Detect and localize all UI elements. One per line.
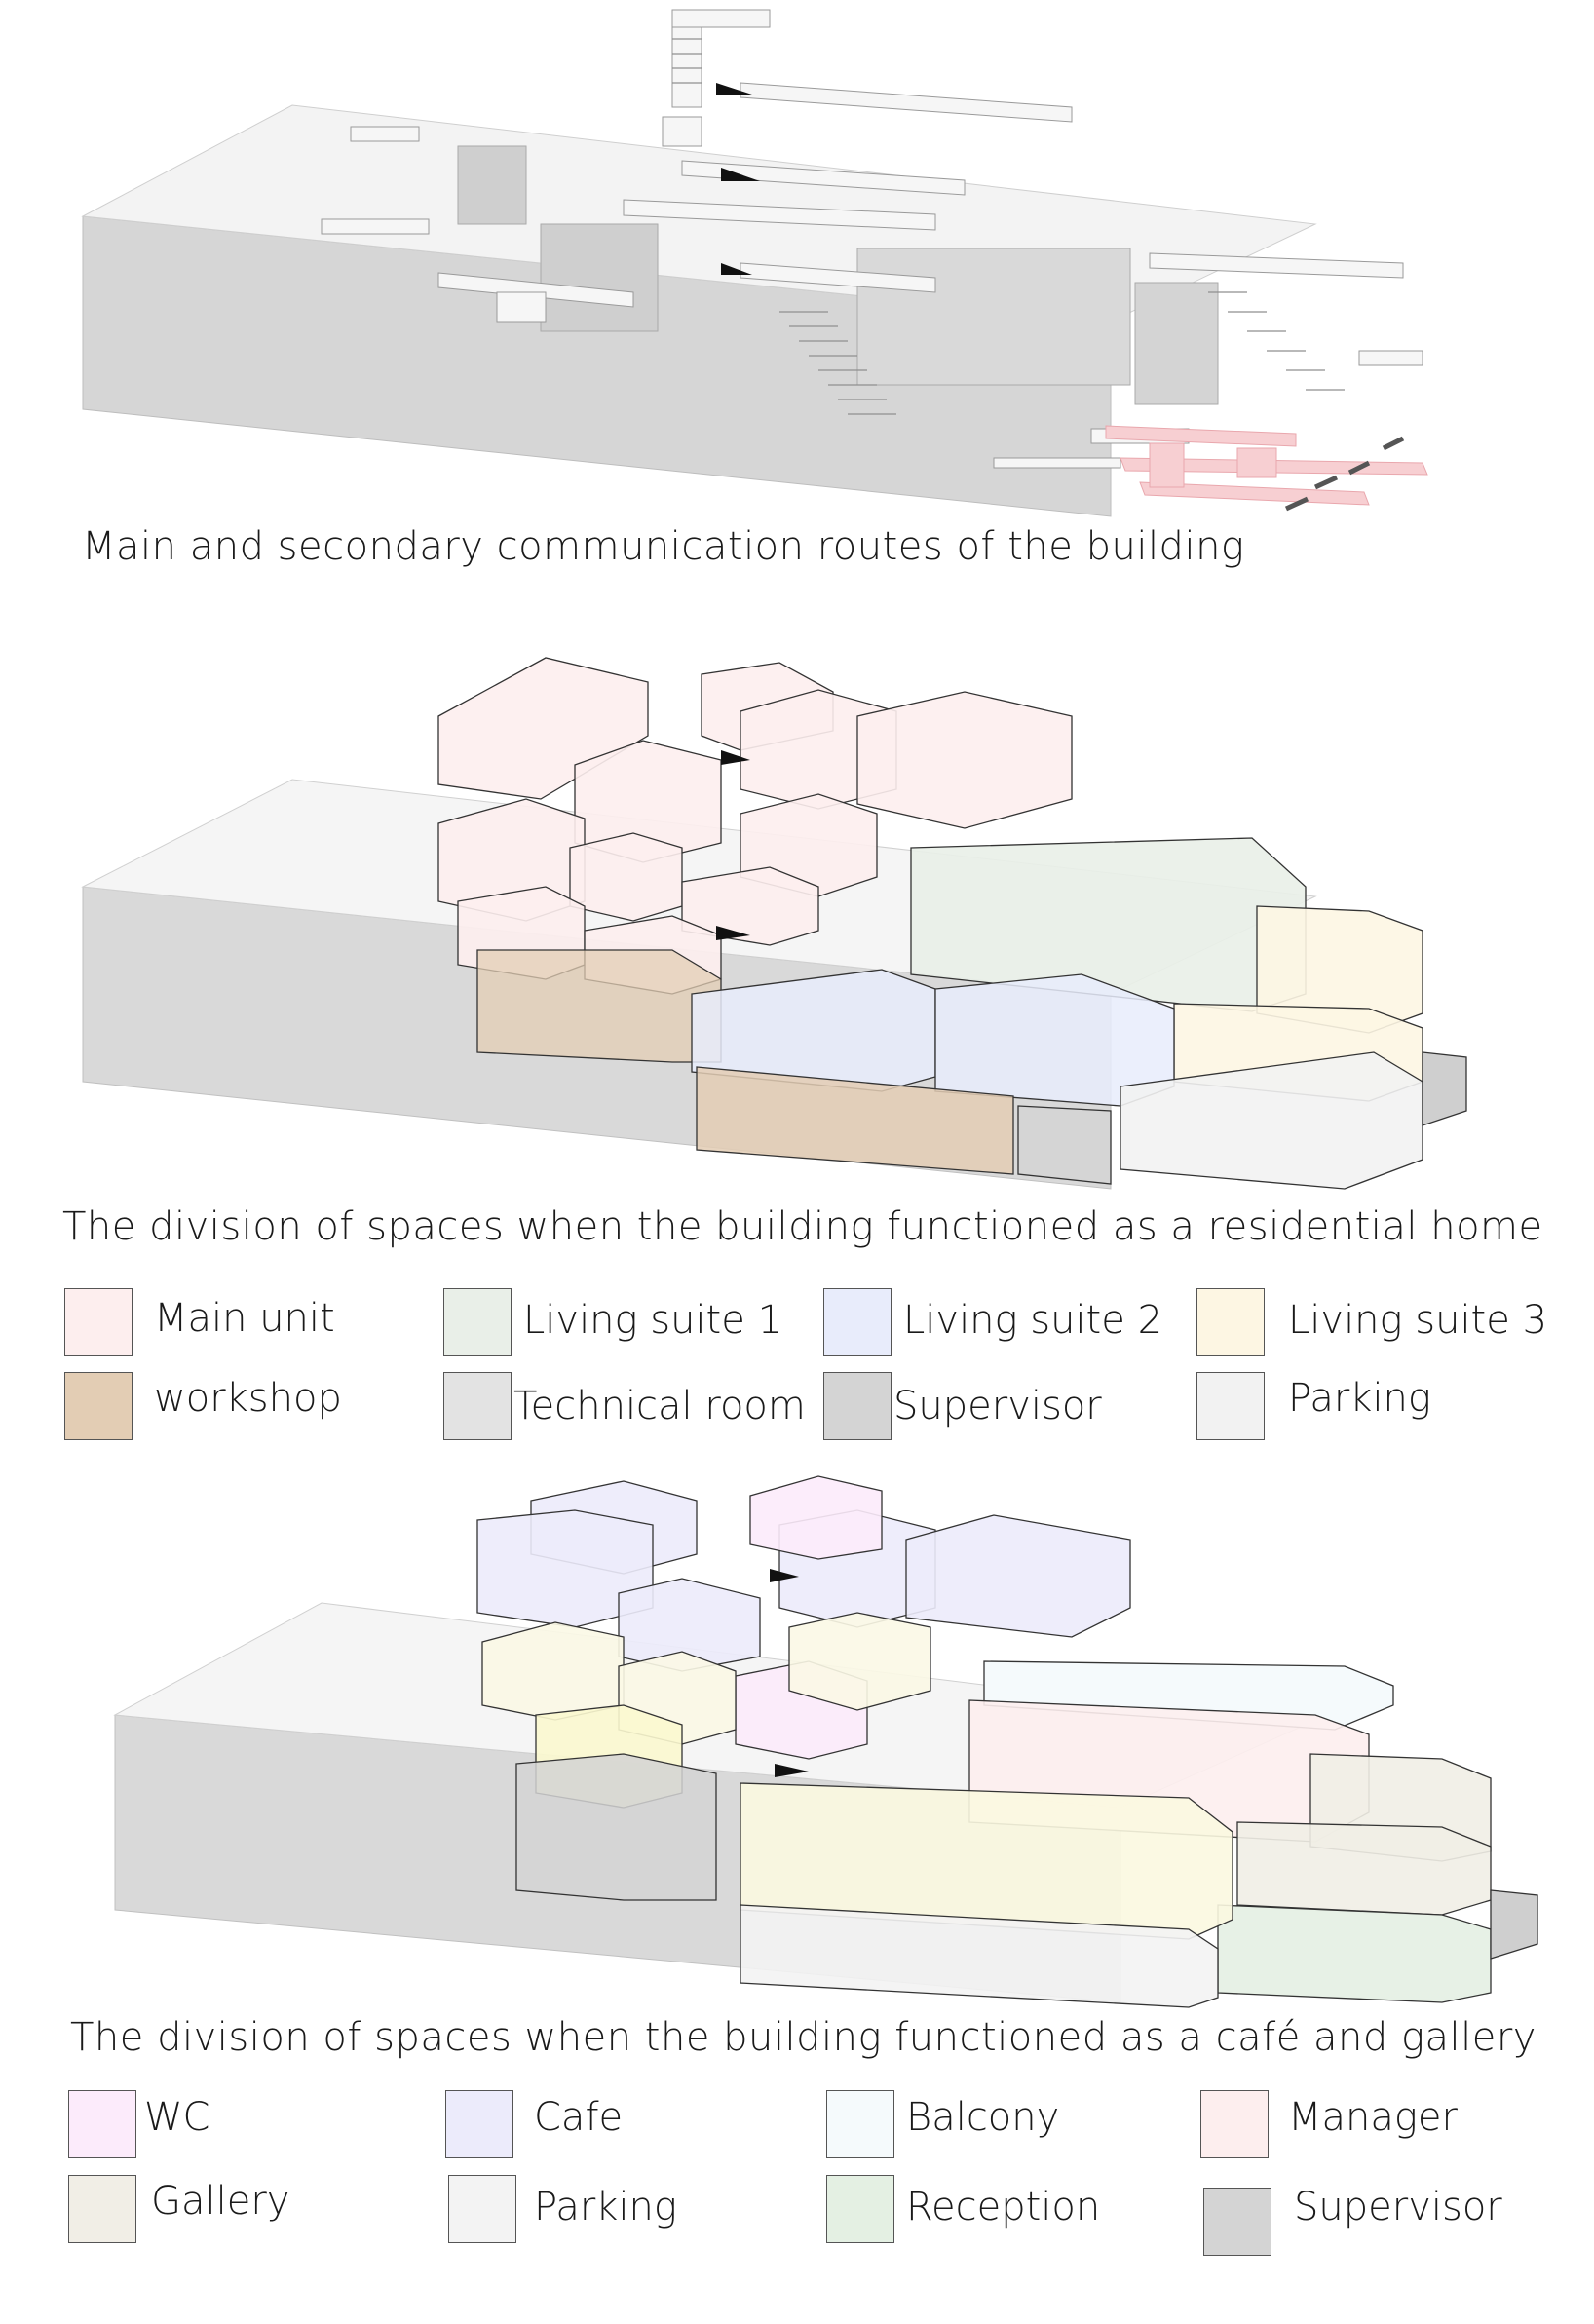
section2-caption: The division of spaces when the building… xyxy=(62,1204,1543,1249)
wall-block xyxy=(457,145,527,225)
wall-block xyxy=(1134,282,1219,405)
residential-drawing xyxy=(81,657,1467,1190)
legend-swatch-living-suite-2 xyxy=(823,1288,892,1356)
cafe-gallery-drawing xyxy=(113,1475,1538,2008)
circulation-drawing xyxy=(81,9,1428,517)
stair-treads xyxy=(672,38,1345,415)
legend-label: Manager xyxy=(1288,2095,1458,2140)
legend-swatch-gallery xyxy=(68,2175,136,2243)
legend-swatch-reception xyxy=(826,2175,894,2243)
legend-label: WC xyxy=(144,2095,210,2140)
legend-label: workshop xyxy=(154,1376,342,1421)
workshop-box xyxy=(696,1066,1014,1175)
legend-swatch-wc xyxy=(68,2090,136,2158)
legend-swatch-workshop xyxy=(64,1372,133,1440)
gallery-boxes xyxy=(481,1612,931,1745)
legend-label: Balcony xyxy=(906,2095,1060,2140)
route-arrow xyxy=(775,1764,809,1777)
technical-room-box xyxy=(1422,1051,1467,1126)
legend-swatch-living-suite-3 xyxy=(1196,1288,1265,1356)
legend-label: Technical room xyxy=(513,1384,806,1429)
wc-box xyxy=(749,1475,883,1560)
technical-box xyxy=(1490,1889,1538,1960)
workshop-box-upper xyxy=(476,949,722,1063)
legend-swatch-manager xyxy=(1200,2090,1269,2158)
pink-route xyxy=(1105,425,1428,506)
cafe-gallery-diagram xyxy=(0,1462,1594,2017)
cafe-boxes xyxy=(476,1480,1131,1672)
route-arrow xyxy=(721,750,750,765)
legend-label: Cafe xyxy=(534,2095,624,2140)
legend-label: Gallery xyxy=(151,2179,290,2224)
legend-label: Living suite 1 xyxy=(523,1298,783,1343)
legend-swatch-living-suite-1 xyxy=(443,1288,512,1356)
legend-swatch-balcony xyxy=(826,2090,894,2158)
residential-diagram xyxy=(0,643,1594,1228)
legend-label: Supervisor xyxy=(893,1384,1102,1429)
parking-box xyxy=(740,1904,1219,2008)
legend-label: Parking xyxy=(1288,1376,1431,1421)
circulation-diagram xyxy=(0,0,1594,526)
legend-label: Main unit xyxy=(154,1296,335,1341)
legend-swatch-supervisor xyxy=(1203,2188,1271,2256)
legend-label: Parking xyxy=(534,2185,677,2229)
legend-label: Reception xyxy=(906,2185,1101,2229)
legend-swatch-parking xyxy=(1196,1372,1265,1440)
legend-label: Supervisor xyxy=(1294,2185,1502,2229)
route-arrow xyxy=(721,263,752,275)
route-arrow xyxy=(716,926,750,940)
reception-box xyxy=(1217,1904,1492,2003)
legend-swatch-main-unit xyxy=(64,1288,133,1356)
section3-caption: The division of spaces when the building… xyxy=(70,2015,1537,2060)
legend-swatch-cafe xyxy=(445,2090,513,2158)
section1-caption: Main and secondary communication routes … xyxy=(82,524,1245,569)
legend-swatch-technical-room xyxy=(443,1372,512,1440)
legend-label: Living suite 3 xyxy=(1288,1298,1548,1343)
parking-box xyxy=(1120,1051,1423,1190)
legend-swatch-parking xyxy=(448,2175,516,2243)
route-arrow xyxy=(716,83,755,95)
gallery-box xyxy=(1236,1821,1492,1916)
wall-block xyxy=(856,248,1131,386)
route-arrow xyxy=(721,168,760,181)
supervisor-box xyxy=(1017,1105,1112,1185)
legend-label: Living suite 2 xyxy=(903,1298,1163,1343)
route-dashes xyxy=(1284,436,1405,512)
supervisor-box xyxy=(515,1753,717,1901)
route-arrow xyxy=(770,1569,799,1582)
wall-block xyxy=(540,223,659,332)
legend-swatch-supervisor xyxy=(823,1372,892,1440)
